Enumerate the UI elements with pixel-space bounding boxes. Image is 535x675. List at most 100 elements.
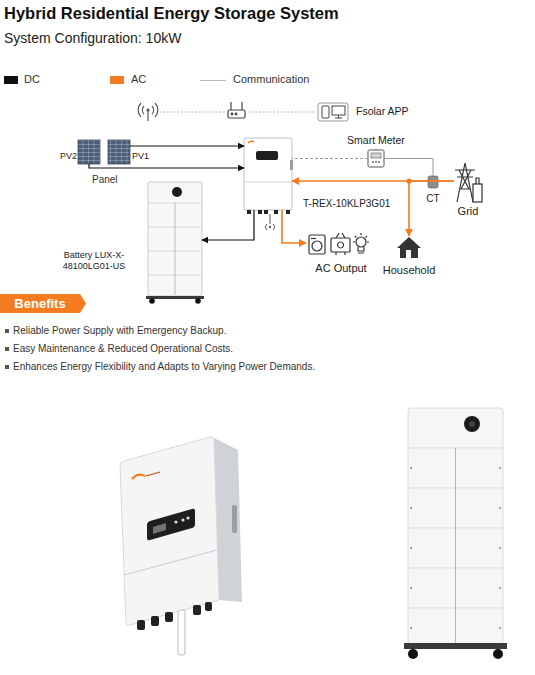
battery-photo	[499, 627, 501, 629]
legend-text: AC	[131, 73, 146, 86]
app-device-label: Fsolar APP	[356, 105, 409, 118]
inverter-symbol	[244, 138, 293, 214]
solar-panel: PV1	[108, 140, 130, 164]
router-symbol	[231, 102, 242, 110]
app-device-symbol	[335, 115, 342, 118]
hybrid-inverter-label: T-REX-10KLP3G01	[303, 198, 390, 210]
inverter-symbol	[286, 210, 290, 214]
inverter-photo	[186, 516, 189, 519]
router-symbol	[228, 110, 245, 118]
solar-panel-label: PV1	[132, 151, 149, 162]
banner-shape	[0, 294, 86, 313]
battery-photo	[410, 587, 412, 589]
grid-tower-symbol	[455, 170, 475, 189]
inverter-symbol	[247, 210, 251, 214]
benefit-item: Reliable Power Supply with Emergency Bac…	[13, 325, 226, 337]
dc-wire	[130, 145, 244, 146]
wifi-dongle-symbol	[266, 214, 275, 230]
smart-meter-symbol	[368, 150, 384, 167]
battery-photo	[499, 507, 501, 509]
smart-meter-symbol	[378, 161, 380, 163]
ct-clamp-label: CT	[418, 193, 448, 205]
ac-load-label: AC Output	[306, 262, 376, 275]
ac-wire	[409, 181, 454, 236]
dc-wire	[89, 164, 244, 168]
wifi-symbol	[138, 103, 141, 117]
app-device-symbol	[318, 103, 348, 121]
inverter-symbol	[290, 160, 293, 170]
dc-wire	[202, 210, 254, 240]
app-device-symbol	[318, 103, 348, 121]
grid-tower-label: Grid	[448, 205, 488, 218]
router-symbol	[231, 113, 233, 115]
wifi-symbol	[155, 103, 158, 117]
inverter-photo	[151, 616, 159, 626]
battery-symbol	[146, 182, 204, 304]
inverter-photo	[181, 518, 184, 521]
battery-symbol	[172, 187, 182, 197]
inverter-symbol	[248, 141, 254, 143]
appliance-symbols	[312, 241, 322, 251]
battery-photo	[410, 547, 412, 549]
inverter-photo	[120, 437, 242, 655]
smart-meter-symbol	[372, 161, 374, 163]
inverter-symbol	[264, 210, 268, 214]
battery-stack-label: Battery LUX-X-48100LG01-US	[42, 250, 146, 272]
wifi-symbol	[138, 103, 158, 121]
ct-clamp-symbol	[428, 176, 438, 188]
group-label: Panel	[92, 174, 118, 186]
household: Household	[398, 236, 420, 258]
ct-clamp: CT	[428, 176, 438, 188]
battery-photo	[455, 448, 456, 643]
communication-line	[249, 112, 316, 113]
title: Hybrid Residential Energy Storage System	[4, 4, 339, 24]
communication-line	[384, 159, 433, 177]
battery-photo	[408, 408, 503, 644]
battery-photo	[469, 421, 475, 427]
wifi-dongle-symbol	[269, 226, 271, 228]
benefit-item: Easy Maintenance & Reduced Operational C…	[13, 343, 233, 355]
smart-meter-symbol	[371, 153, 381, 158]
app-device-symbol	[332, 106, 345, 115]
legend-text: Communication	[233, 73, 309, 86]
battery-photo	[493, 649, 503, 659]
smart-meter-label: Smart Meter	[336, 134, 416, 147]
house-symbol	[406, 250, 411, 258]
battery-symbol	[149, 298, 155, 304]
legend-line-sample	[200, 80, 226, 81]
smart-meter: Smart Meter	[368, 150, 384, 167]
battery-photo	[464, 416, 480, 432]
communication-line	[292, 158, 368, 159]
inverter-photo	[232, 505, 237, 533]
inverter-symbol	[258, 210, 262, 214]
hybrid-inverter: T-REX-10KLP3G01	[244, 138, 292, 210]
router-symbol	[228, 102, 245, 118]
inverter-photo	[193, 605, 201, 615]
house-symbol	[397, 237, 421, 258]
solar-panel: PV2	[78, 140, 100, 164]
ac-load: AC Output	[306, 230, 376, 256]
app-device-symbol	[322, 106, 329, 118]
appliance-symbols	[309, 233, 369, 255]
wifi-symbol	[142, 106, 144, 114]
appliance-symbols	[336, 233, 345, 255]
battery-symbol	[175, 203, 176, 295]
section-banner-label: Benefits	[0, 296, 80, 312]
inverter-photo	[120, 437, 219, 625]
smart-meter-symbol	[375, 161, 377, 163]
router-symbol	[235, 113, 237, 115]
battery-photo	[404, 408, 507, 659]
battery-photo	[410, 467, 412, 469]
battery-photo	[404, 643, 507, 649]
app-device: Fsolar APP	[318, 103, 348, 121]
solar-panel	[78, 140, 100, 164]
bullet-marker	[5, 329, 9, 369]
wifi-symbol	[147, 111, 148, 121]
communication-line	[160, 112, 225, 113]
house-symbol	[397, 237, 421, 258]
battery-symbol	[148, 182, 202, 296]
bullet-marker	[5, 347, 9, 351]
legend-swatch	[110, 76, 124, 84]
